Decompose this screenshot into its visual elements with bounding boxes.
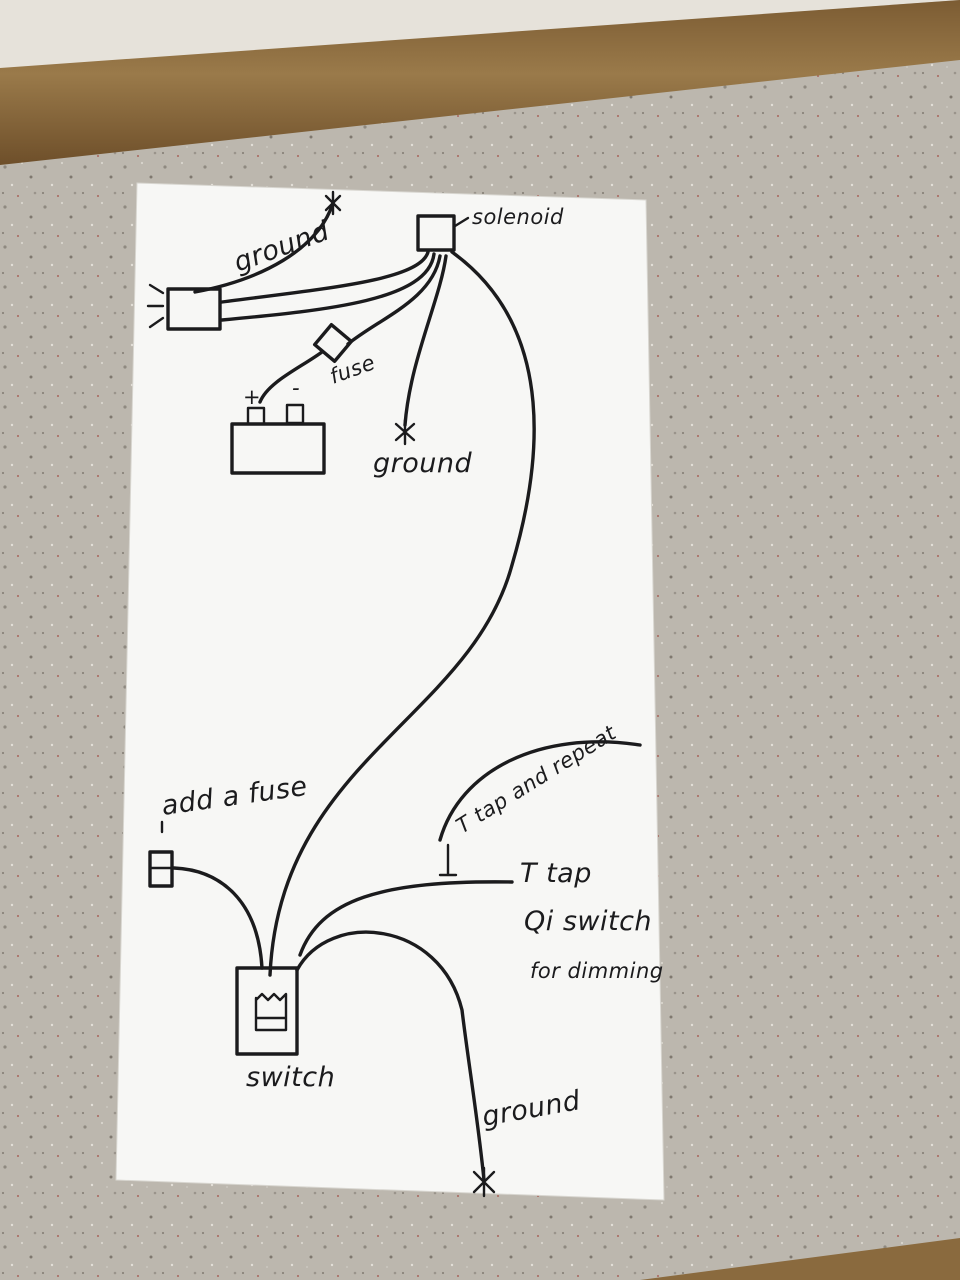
label-solenoid: solenoid: [472, 205, 564, 229]
wire-solenoid-to-light-a: [220, 250, 430, 304]
ground-star-icon-mid: [394, 418, 416, 446]
wire-solenoid-to-ground: [403, 254, 448, 427]
label-battery-minus: -: [292, 376, 300, 400]
wire-t-tap: [298, 880, 514, 957]
label-for-dimming: for dimming: [530, 959, 664, 983]
light-rays-icon: [146, 283, 165, 329]
wire-solenoid-to-fuse: [346, 254, 442, 346]
solenoid-box-icon: [416, 214, 456, 252]
label-battery-plus: +: [243, 385, 261, 409]
label-ground-mid: ground: [373, 448, 472, 479]
battery-icon: [230, 422, 326, 475]
label-qi-switch: Qi switch: [524, 906, 652, 937]
wire-fuse-to-switch: [172, 866, 264, 970]
battery-terminal-positive: [246, 406, 266, 426]
wire-switch-to-ground: [295, 930, 486, 1182]
fuse-icon: [312, 322, 354, 364]
paper-sheet: [115, 182, 665, 1201]
wood-trim-bottom: [640, 1238, 960, 1280]
wood-trim-top: [0, 0, 960, 165]
ground-star-icon-bottom: [472, 1166, 496, 1198]
ground-wire-top: [193, 201, 335, 294]
wire-solenoid-to-light-b: [220, 252, 436, 322]
light-box-icon: [166, 287, 222, 331]
battery-terminal-negative: [285, 403, 305, 425]
wire-fuse-to-battery: [258, 350, 324, 404]
t-tap-repeat-mark: [438, 843, 458, 877]
switch-rocker-icon: [254, 992, 288, 1032]
label-switch: switch: [246, 1062, 335, 1093]
wire-t-tap-repeat: [438, 740, 642, 842]
label-t-tap: T tap: [520, 858, 592, 889]
ground-star-icon-top: [324, 190, 342, 216]
switch-box-icon: [235, 966, 299, 1056]
wire-solenoid-to-switch: [268, 250, 536, 977]
solenoid-leader: [453, 216, 470, 228]
